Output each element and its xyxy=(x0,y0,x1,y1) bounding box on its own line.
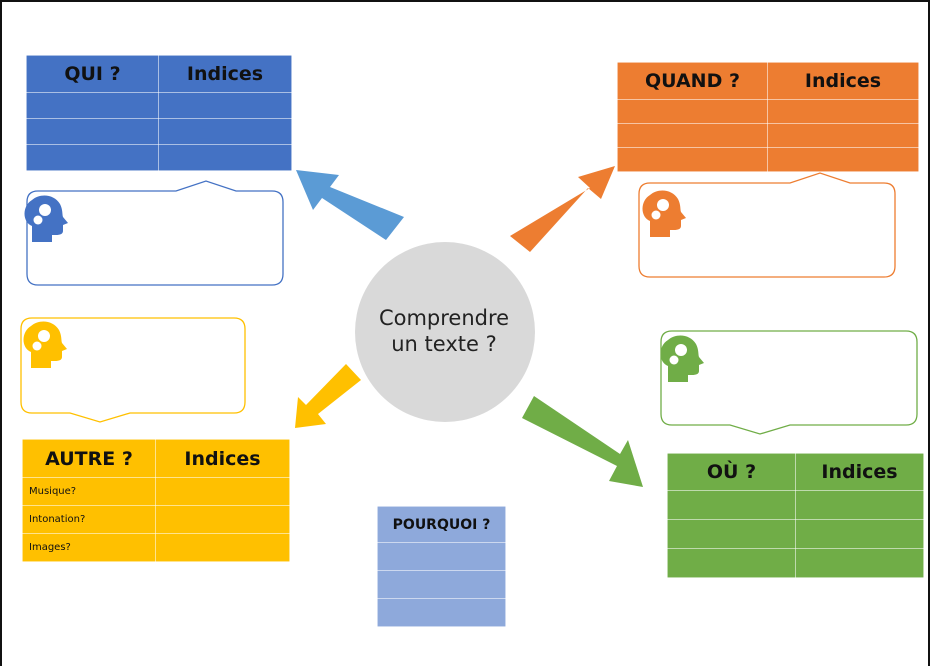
qui-indices-header: Indices xyxy=(158,55,292,93)
table-quand: QUAND ? Indices xyxy=(617,62,919,172)
table-cell xyxy=(767,147,919,172)
arrow-qui xyxy=(296,170,404,240)
table-pourquoi: POURQUOI ? xyxy=(377,506,506,627)
ou-indices-header: Indices xyxy=(795,453,924,491)
qui-header: QUI ? xyxy=(26,55,159,93)
table-cell xyxy=(377,542,506,571)
table-cell xyxy=(795,490,924,520)
table-cell xyxy=(26,118,159,145)
table-cell xyxy=(155,533,290,562)
autre-header: AUTRE ? xyxy=(22,439,156,478)
arrow-autre xyxy=(295,364,361,428)
table-cell xyxy=(158,144,292,171)
table-cell xyxy=(667,548,796,578)
callout-ou xyxy=(660,330,918,435)
callout-quand xyxy=(638,172,896,278)
table-cell xyxy=(767,123,919,148)
table-cell xyxy=(377,570,506,599)
callout-qui xyxy=(26,180,284,286)
autre-row-label: Musique? xyxy=(22,477,156,506)
table-cell xyxy=(155,477,290,506)
table-qui: QUI ? Indices xyxy=(26,55,292,171)
autre-row-label: Intonation? xyxy=(22,505,156,534)
table-autre: AUTRE ? Indices Musique? Intonation? Ima… xyxy=(22,439,290,562)
quand-indices-header: Indices xyxy=(767,62,919,100)
arrow-ou xyxy=(522,396,643,487)
center-label-line1: Comprendre xyxy=(378,306,510,330)
pourquoi-header: POURQUOI ? xyxy=(377,506,506,543)
arrow-quand xyxy=(510,166,615,252)
center-circle xyxy=(355,242,535,422)
table-cell xyxy=(617,147,768,172)
table-cell xyxy=(667,490,796,520)
center-label-line2: un texte ? xyxy=(391,332,497,356)
table-cell xyxy=(377,598,506,627)
table-cell xyxy=(155,505,290,534)
table-cell xyxy=(158,92,292,119)
table-cell xyxy=(26,144,159,171)
table-cell xyxy=(617,123,768,148)
table-cell xyxy=(617,99,768,124)
table-ou: OÙ ? Indices xyxy=(667,453,924,578)
autre-indices-header: Indices xyxy=(155,439,290,478)
table-cell xyxy=(158,118,292,145)
autre-row-label: Images? xyxy=(22,533,156,562)
center-label: Comprendre un texte ? xyxy=(350,305,538,357)
table-cell xyxy=(795,519,924,549)
table-cell xyxy=(26,92,159,119)
callout-autre xyxy=(20,317,246,423)
ou-header: OÙ ? xyxy=(667,453,796,491)
quand-header: QUAND ? xyxy=(617,62,768,100)
table-cell xyxy=(767,99,919,124)
table-cell xyxy=(795,548,924,578)
table-cell xyxy=(667,519,796,549)
